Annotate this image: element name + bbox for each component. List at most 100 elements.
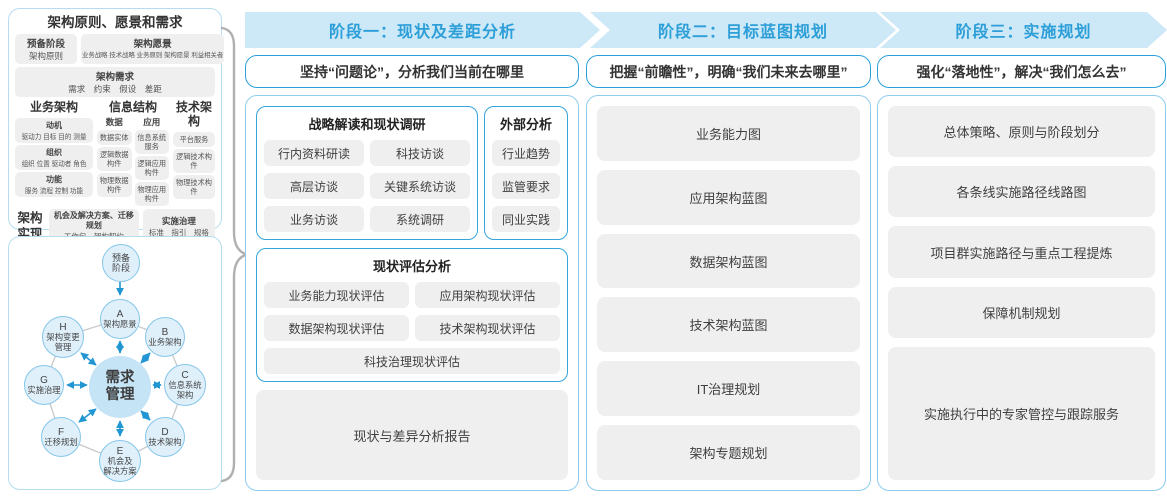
double-arrow-icon bbox=[140, 410, 151, 421]
organization-title: 组织 bbox=[46, 148, 62, 157]
node-letter: A bbox=[116, 308, 124, 320]
requirements-sub: 需求 约束 假设 差距 bbox=[68, 84, 162, 94]
node-label: 预备 bbox=[111, 252, 130, 263]
application-item: 物理应用构件 bbox=[134, 182, 169, 206]
technology-item: 平台服务 bbox=[173, 132, 215, 147]
phase-3-item: 各条线实施路径线路图 bbox=[888, 166, 1155, 218]
node-label: 管理 bbox=[105, 387, 135, 403]
phase-2-subtitle: 把握“前瞻性”，明确“我们未来去哪里” bbox=[586, 55, 871, 88]
phase-3-item: 实施执行中的专家管控与跟踪服务 bbox=[888, 346, 1155, 481]
node-label: 管理 bbox=[54, 341, 72, 352]
phase-3-item: 保障机制规划 bbox=[888, 286, 1155, 338]
data-item: 物理数据构件 bbox=[97, 173, 132, 197]
node-label: 机会及 bbox=[107, 456, 133, 467]
organization-sub: 组织 位置 驱动者 角色 bbox=[21, 161, 87, 168]
assessment-item: 业务能力现状评估 bbox=[264, 282, 409, 308]
technology-architecture-title: 技术架构 bbox=[175, 100, 212, 128]
phase-3-subtitle: 强化“落地性”，解决“我们怎么去” bbox=[877, 55, 1166, 88]
research-item: 行内资料研读 bbox=[264, 140, 364, 166]
application-subcolumn: 应用 信息系统服务 逻辑应用构件 物理应用构件 bbox=[134, 116, 169, 206]
motivation-chip: 动机 驱动力 目标 目的 测量 bbox=[15, 118, 93, 143]
phase-1-body: 战略解读和现状调研 行内资料研读 科技访谈 高层访谈 关键系统访谈 业务访谈 系… bbox=[245, 95, 579, 491]
assessment-item: 数据架构现状评估 bbox=[264, 315, 409, 341]
adm-cycle-panel: 预备 阶段 A 架构愿景 B 业务架构 C 信息系统 架构 D 技术架构 E 机… bbox=[8, 236, 222, 490]
node-letter: D bbox=[161, 426, 169, 438]
motivation-sub: 驱动力 目标 目的 测量 bbox=[21, 134, 87, 141]
node-d-technology-architecture: D 技术架构 bbox=[145, 417, 185, 457]
prep-phase-sub: 架构原则 bbox=[28, 51, 63, 61]
double-arrow-icon bbox=[140, 352, 151, 364]
prep-phase-chip: 预备阶段 架构原则 bbox=[15, 34, 77, 64]
phase-2-body: 业务能力图 应用架构蓝图 数据架构蓝图 技术架构蓝图 IT治理规划 架构专题规划 bbox=[586, 95, 871, 491]
function-title: 功能 bbox=[46, 175, 62, 184]
node-label: 需求 bbox=[105, 369, 135, 386]
business-architecture-column: 业务架构 动机 驱动力 目标 目的 测量 组织 组织 位置 驱动者 角色 功能 … bbox=[15, 100, 93, 206]
phase-2-item: 架构专题规划 bbox=[597, 425, 860, 480]
requirements-title: 架构需求 bbox=[95, 72, 134, 83]
function-sub: 服务 流程 控制 功能 bbox=[24, 188, 84, 195]
node-label: 技术架构 bbox=[148, 436, 182, 447]
strategy-research-group: 战略解读和现状调研 行内资料研读 科技访谈 高层访谈 关键系统访谈 业务访谈 系… bbox=[256, 106, 478, 240]
research-item: 系统调研 bbox=[370, 206, 470, 232]
governance-title: 实施治理 bbox=[161, 216, 196, 226]
data-subcolumn: 数据 数据实体 逻辑数据构件 物理数据构件 bbox=[97, 116, 132, 206]
technology-architecture-column: 技术架构 平台服务 逻辑技术构件 物理技术构件 bbox=[173, 100, 215, 206]
phase-2-header: 阶段二：目标蓝图规划 bbox=[590, 12, 896, 48]
research-item: 高层访谈 bbox=[264, 173, 364, 199]
external-item: 行业趋势 bbox=[492, 140, 560, 166]
current-state-assessment-group: 现状评估分析 业务能力现状评估 应用架构现状评估 数据架构现状评估 技术架构现状… bbox=[256, 248, 568, 382]
external-analysis-title: 外部分析 bbox=[499, 117, 552, 132]
node-f-migration-planning: F 迁移规划 bbox=[41, 417, 81, 457]
node-letter: F bbox=[57, 426, 65, 438]
requirements-chip: 架构需求 需求 约束 假设 差距 bbox=[15, 67, 215, 97]
technology-item: 逻辑技术构件 bbox=[173, 149, 215, 173]
node-g-implementation-governance: G 实施治理 bbox=[24, 365, 64, 405]
node-label: 解决方案 bbox=[103, 465, 137, 476]
function-chip: 功能 服务 流程 控制 功能 bbox=[15, 172, 93, 197]
node-requirements-management: 需求 管理 bbox=[89, 356, 151, 418]
node-label: 架构愿景 bbox=[103, 318, 137, 329]
node-letter: C bbox=[181, 370, 189, 382]
data-item: 逻辑数据构件 bbox=[97, 147, 132, 171]
node-label: 业务架构 bbox=[148, 336, 182, 347]
application-title: 应用 bbox=[143, 117, 161, 127]
motivation-title: 动机 bbox=[46, 121, 62, 130]
application-item: 逻辑应用构件 bbox=[134, 156, 169, 180]
node-label: 实施治理 bbox=[27, 384, 61, 395]
phase-2-item: IT治理规划 bbox=[597, 361, 860, 417]
phase-2-item: 应用架构蓝图 bbox=[597, 169, 860, 225]
node-b-business-architecture: B 业务架构 bbox=[145, 317, 185, 357]
strategy-research-title: 战略解读和现状调研 bbox=[308, 117, 426, 132]
opportunity-title: 机会及解决方案、迁移规划 bbox=[53, 211, 134, 230]
vision-title: 架构愿景 bbox=[133, 39, 172, 50]
phase-2-item: 业务能力图 bbox=[597, 106, 860, 161]
phase-2-item: 数据架构蓝图 bbox=[597, 233, 860, 289]
application-item: 信息系统服务 bbox=[134, 130, 169, 154]
node-letter: H bbox=[59, 322, 67, 334]
research-item: 业务访谈 bbox=[264, 206, 364, 232]
information-structure-title: 信息结构 bbox=[108, 100, 157, 114]
external-item: 监管要求 bbox=[492, 173, 560, 199]
node-c-information-system-architecture: C 信息系统 架构 bbox=[164, 364, 206, 406]
information-structure-column: 信息结构 数据 数据实体 逻辑数据构件 物理数据构件 应用 信息系统服务 逻辑应… bbox=[97, 100, 169, 206]
phase-1-header: 阶段一：现状及差距分析 bbox=[245, 12, 600, 48]
node-h-architecture-change-management: H 架构变更 管理 bbox=[42, 316, 84, 358]
phase-2-item: 技术架构蓝图 bbox=[597, 297, 860, 353]
prep-vision-row: 预备阶段 架构原则 架构愿景 业务战略 技术战略 业务原则 架构愿景 利益相关者 bbox=[15, 34, 225, 64]
research-item: 关键系统访谈 bbox=[370, 173, 470, 199]
node-e-opportunities-solutions: E 机会及 解决方案 bbox=[99, 440, 141, 482]
assessment-item: 技术架构现状评估 bbox=[415, 315, 560, 341]
architecture-columns: 业务架构 动机 驱动力 目标 目的 测量 组织 组织 位置 驱动者 角色 功能 … bbox=[15, 100, 215, 206]
phase-3-item: 项目群实施路径与重点工程提炼 bbox=[888, 226, 1155, 278]
phase-3-item: 总体策略、原则与阶段划分 bbox=[888, 106, 1155, 158]
phase-1-subtitle: 坚持“问题论”，分析我们当前在哪里 bbox=[245, 55, 579, 88]
data-item: 数据实体 bbox=[97, 130, 132, 145]
node-label: 架构 bbox=[176, 389, 194, 400]
node-letter: G bbox=[40, 374, 48, 386]
principles-title: 架构原则、愿景和需求 bbox=[47, 15, 183, 30]
phase-3-header: 阶段三：实施规划 bbox=[880, 12, 1167, 48]
node-label: 迁移规划 bbox=[44, 436, 78, 447]
principles-panel: 架构原则、愿景和需求 预备阶段 架构原则 架构愿景 业务战略 技术战略 业务原则… bbox=[8, 8, 225, 244]
external-item: 同业实践 bbox=[492, 206, 560, 232]
